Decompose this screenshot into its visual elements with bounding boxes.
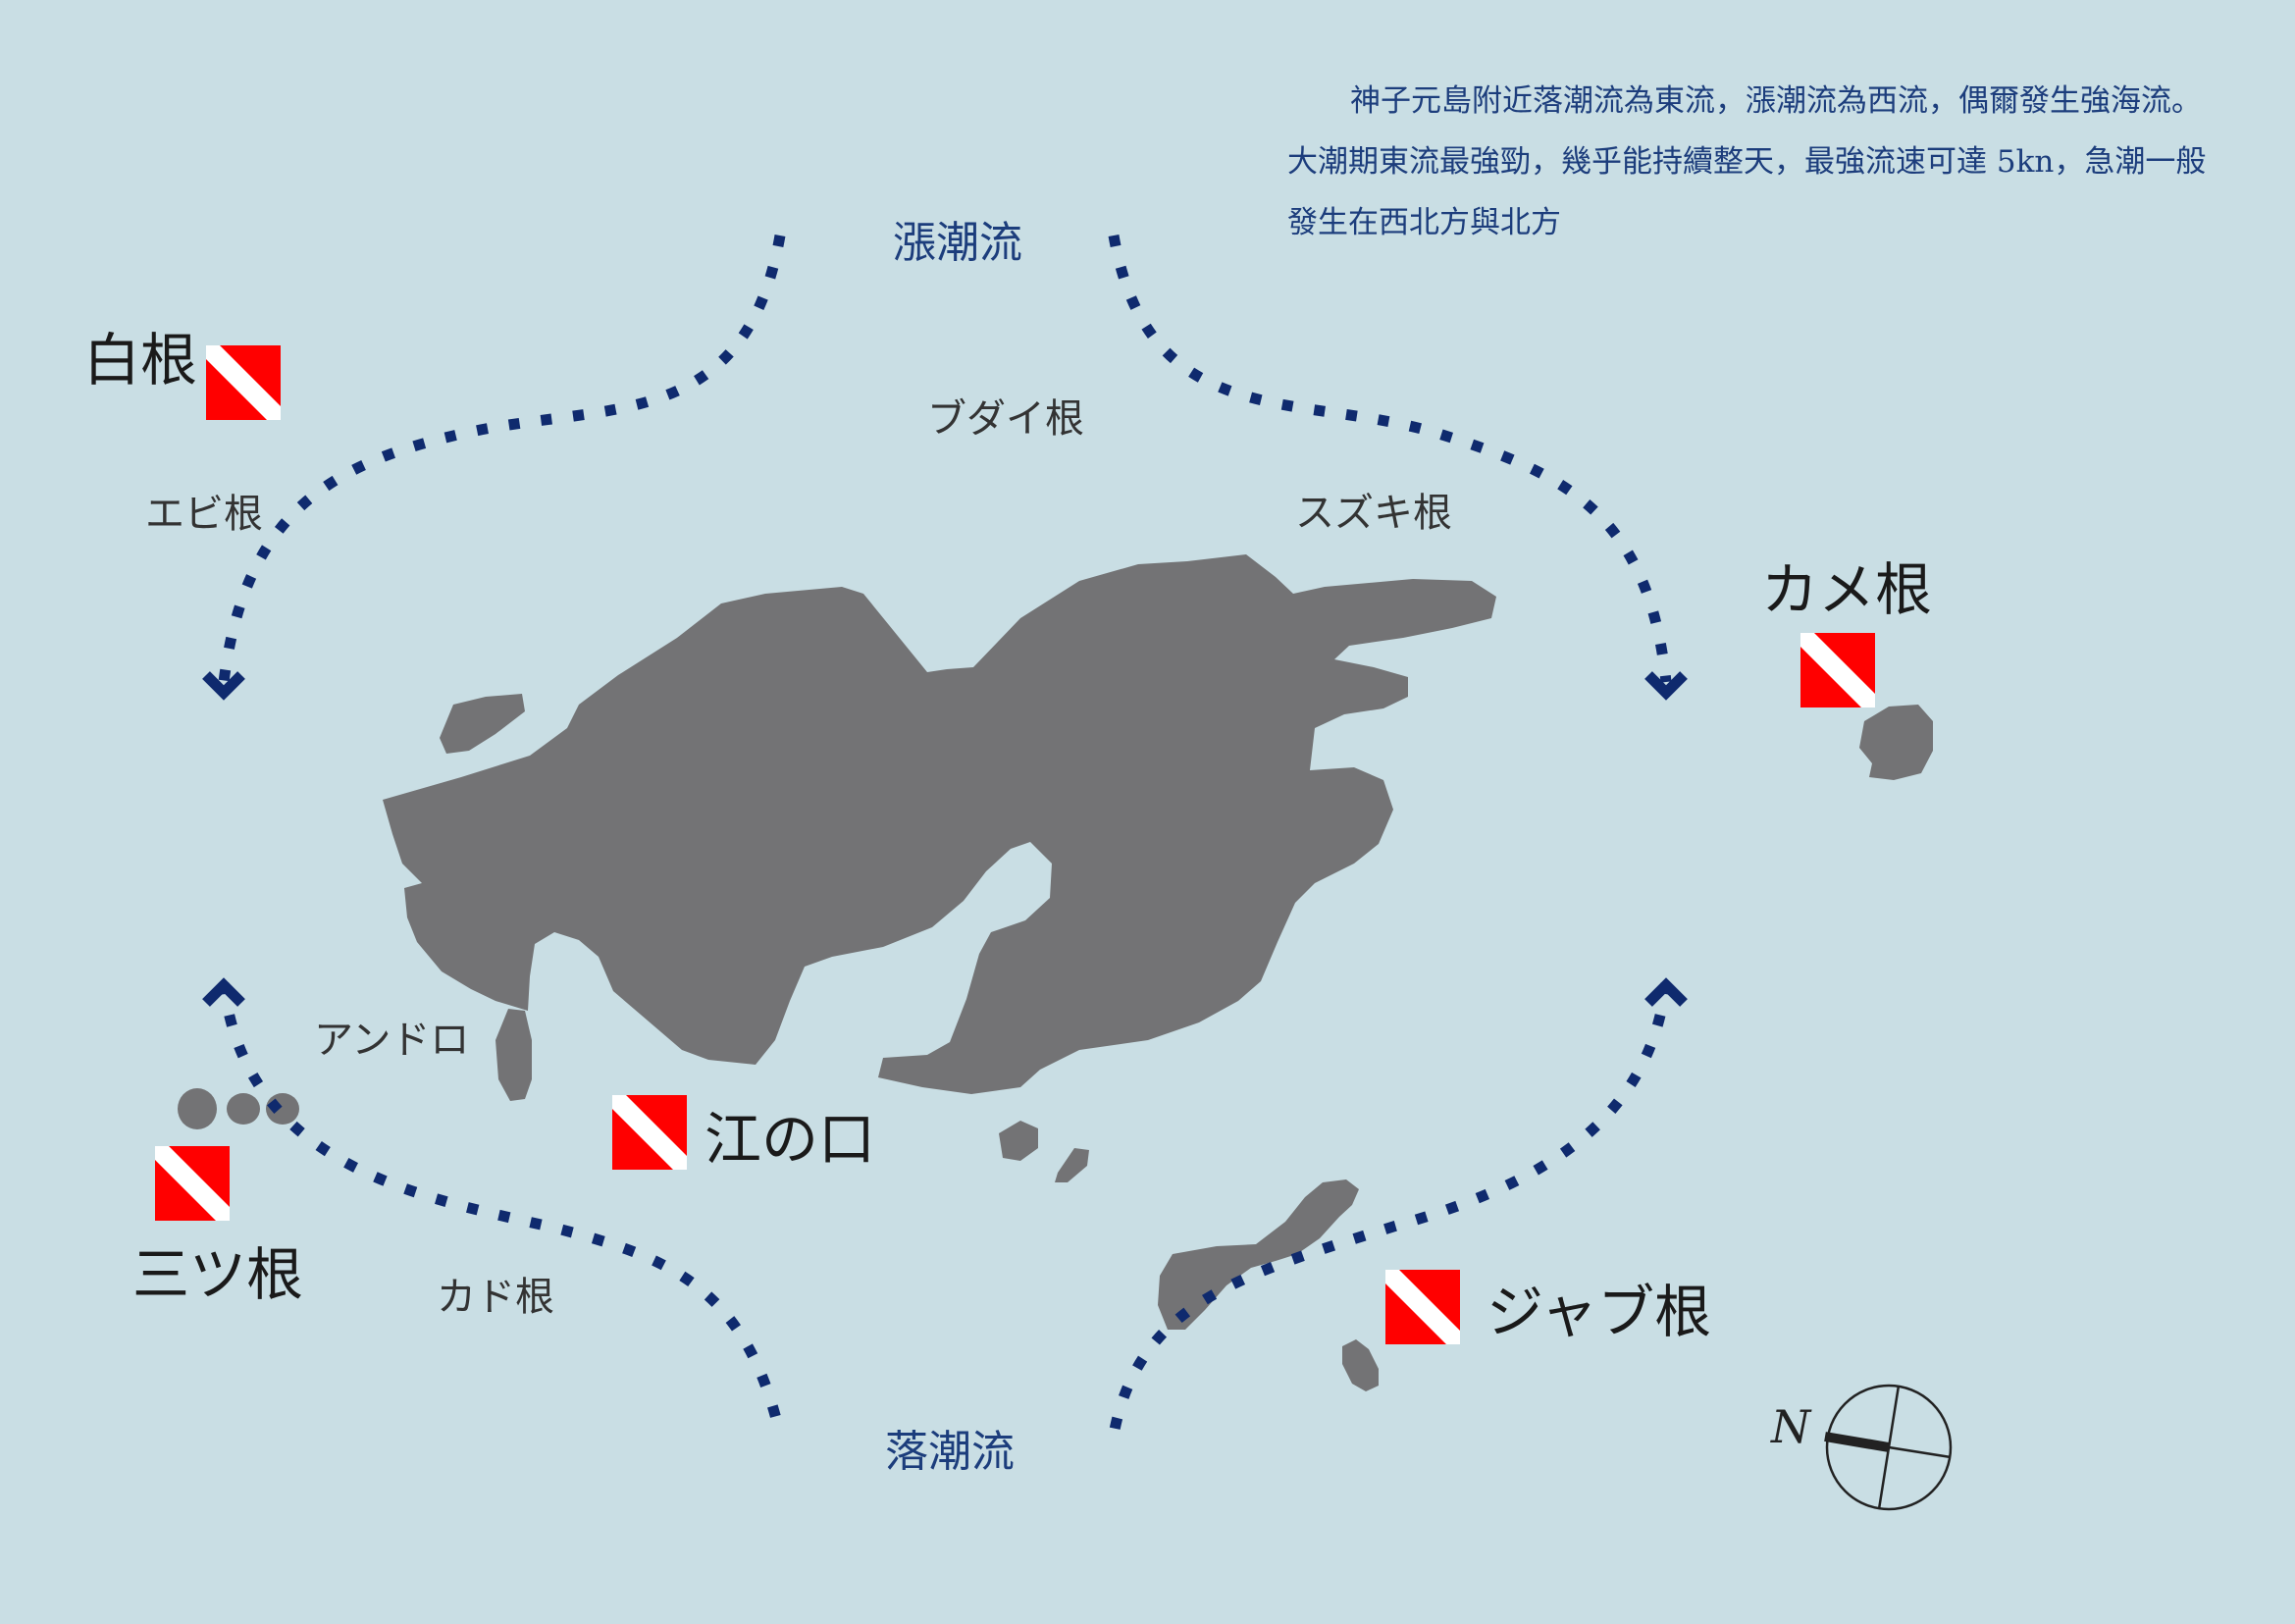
arrowhead-down-west	[202, 671, 245, 701]
site-label-jabune: ジャブ根	[1487, 1279, 1712, 1345]
compass: N	[1770, 1384, 1953, 1511]
jabune-islet	[1342, 1339, 1379, 1391]
dive-flags	[155, 345, 1875, 1344]
dive-flag-enokuchi	[612, 1095, 687, 1170]
dive-flag-shirane	[206, 345, 281, 420]
compass-label: N	[1770, 1400, 1812, 1453]
mitsune-rock-1	[178, 1088, 217, 1129]
flood-current-label: 漲潮流	[893, 218, 1022, 268]
compass-circle	[1825, 1384, 1953, 1511]
dive-flag-mitsune	[155, 1146, 230, 1221]
site-label-kamene: カメ根	[1761, 556, 1933, 623]
main-island	[383, 554, 1496, 1094]
flood-current-west	[218, 235, 786, 683]
note-text: 神子元島附近落潮流為東流，漲潮流為西流，偶爾發生強海流。大潮期東流最強勁，幾乎能…	[1287, 83, 2207, 240]
site-label-enokuchi: 江の口	[704, 1106, 876, 1173]
ebb-current-label: 落潮流	[885, 1427, 1015, 1477]
site-label-shirane: 白根	[83, 327, 198, 393]
ebb-current-west	[218, 982, 786, 1437]
flood-current-east	[1108, 235, 1672, 683]
arrowhead-up-west	[202, 977, 245, 1007]
islet-northwest	[440, 694, 525, 754]
dive-flag-kamene	[1800, 633, 1875, 707]
reef-label-ebine: エビ根	[145, 492, 263, 537]
mitsune-rock-2	[227, 1093, 260, 1125]
reef-label-andoro: アンドロ	[314, 1018, 470, 1063]
andoro-rock	[496, 1009, 532, 1101]
arrowhead-down-east	[1644, 671, 1688, 701]
reef-label-kadone: カド根	[437, 1275, 554, 1320]
reef-label-budaine: ブダイ根	[927, 396, 1084, 442]
current-arrowheads	[202, 671, 1688, 1007]
rock-south-2	[1055, 1148, 1089, 1182]
dive-flag-jabune	[1385, 1270, 1460, 1344]
rock-south-1	[999, 1121, 1038, 1161]
arrowhead-up-east	[1644, 977, 1688, 1007]
kamene-islet	[1859, 705, 1933, 780]
compass-needle	[1824, 1432, 1890, 1452]
southern-island	[1158, 1179, 1359, 1330]
reef-label-suzukine: スズキ根	[1295, 491, 1452, 536]
site-label-mitsune: 三ツ根	[132, 1241, 304, 1308]
current-lines	[218, 235, 1672, 1437]
ebb-current-east	[1108, 982, 1672, 1437]
current-explanation-note: 神子元島附近落潮流為東流，漲潮流為西流，偶爾發生強海流。大潮期東流最強勁，幾乎能…	[1287, 71, 2229, 253]
